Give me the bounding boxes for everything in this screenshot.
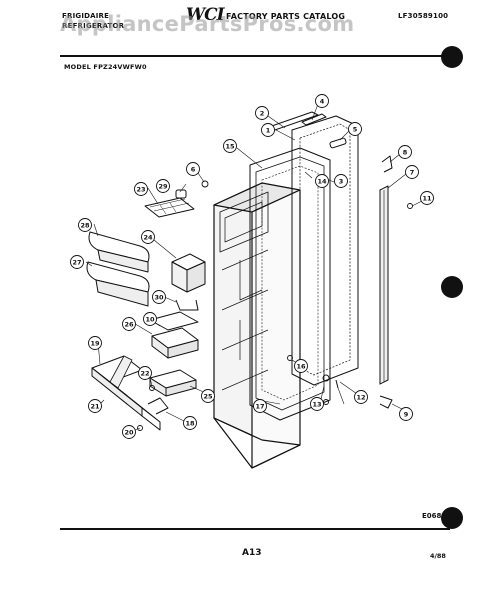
hinge-bracket xyxy=(381,155,393,173)
punch-hole-middle xyxy=(441,276,463,298)
callout-4: 4 xyxy=(315,94,329,108)
callout-label: 14 xyxy=(317,177,327,185)
callout-15: 15 xyxy=(223,139,237,153)
callout-label: 4 xyxy=(320,97,325,105)
callout-label: 17 xyxy=(255,402,264,410)
bin-25 xyxy=(149,369,197,397)
callout-24: 24 xyxy=(141,230,155,244)
catalog-number: LF30589100 xyxy=(398,12,449,20)
callout-label: 3 xyxy=(339,177,344,185)
callout-26: 26 xyxy=(122,317,136,331)
callout-label: 13 xyxy=(312,400,321,408)
callout-22: 22 xyxy=(138,366,152,380)
model-label: MODEL FPZ24VWFW0 xyxy=(64,63,147,71)
callout-11: 11 xyxy=(420,191,434,205)
callout-28: 28 xyxy=(78,218,92,232)
callout-label: 6 xyxy=(191,165,196,173)
callout-29: 29 xyxy=(156,179,170,193)
catalog-title: FACTORY PARTS CATALOG xyxy=(226,12,346,21)
callout-8: 8 xyxy=(398,145,412,159)
callout-label: 28 xyxy=(80,221,90,229)
callout-label: 9 xyxy=(404,410,409,418)
callout-label: 20 xyxy=(124,428,134,436)
wci-logo: WCI xyxy=(186,5,225,25)
shelf-front-28 xyxy=(88,231,150,273)
punch-hole-top xyxy=(441,46,463,68)
callout-label: 2 xyxy=(260,109,265,117)
part-5-cap xyxy=(329,137,347,149)
figure-code: E0686 xyxy=(422,512,447,520)
callout-3: 3 xyxy=(334,174,348,188)
callout-label: 8 xyxy=(403,148,408,156)
callout-label: 15 xyxy=(225,142,235,150)
callout-label: 26 xyxy=(124,320,134,328)
page-number: A13 xyxy=(242,548,262,558)
callout-label: 16 xyxy=(296,362,306,370)
callout-16: 16 xyxy=(294,359,308,373)
callout-21: 21 xyxy=(88,399,102,413)
callout-label: 11 xyxy=(422,194,432,202)
callout-23: 23 xyxy=(134,182,148,196)
callout-12: 12 xyxy=(354,390,368,404)
dispenser-box xyxy=(171,253,206,293)
door-liner xyxy=(291,115,359,386)
callout-14: 14 xyxy=(315,174,329,188)
callout-label: 24 xyxy=(143,233,153,241)
callout-9: 9 xyxy=(399,407,413,421)
bin-assembly-26 xyxy=(149,311,199,359)
callout-6: 6 xyxy=(186,162,200,176)
callout-5: 5 xyxy=(348,122,362,136)
callout-17: 17 xyxy=(253,399,267,413)
bottom-hinge xyxy=(379,395,393,409)
callout-2: 2 xyxy=(255,106,269,120)
callout-label: 23 xyxy=(136,185,145,193)
part-4-bar xyxy=(301,113,327,126)
callout-label: 25 xyxy=(203,392,213,400)
callout-label: 1 xyxy=(266,126,271,134)
callout-1: 1 xyxy=(261,123,275,137)
brand-line-2: REFRIGERATOR xyxy=(62,22,125,30)
callout-label: 19 xyxy=(90,339,100,347)
callout-label: 12 xyxy=(356,393,365,401)
callout-27: 27 xyxy=(70,255,84,269)
punch-hole-bottom xyxy=(441,507,463,529)
callout-label: 5 xyxy=(353,125,358,133)
callout-19: 19 xyxy=(88,336,102,350)
shelf-front-27 xyxy=(86,261,150,307)
callout-label: 29 xyxy=(158,182,168,190)
part-23-grille xyxy=(144,197,195,218)
callout-label: 21 xyxy=(90,402,100,410)
callout-label: 18 xyxy=(185,419,195,427)
callout-label: 30 xyxy=(154,293,164,301)
catalog-date: 4/88 xyxy=(430,552,446,560)
door-outer-panel xyxy=(213,182,301,469)
brand-line-1: FRIGIDAIRE xyxy=(62,12,110,20)
callout-7: 7 xyxy=(405,165,419,179)
callout-30: 30 xyxy=(152,290,166,304)
door-bin-19 xyxy=(91,355,161,431)
callout-25: 25 xyxy=(201,389,215,403)
callout-label: 22 xyxy=(140,369,149,377)
footer-rule xyxy=(60,528,450,530)
header-rule xyxy=(60,55,450,57)
callout-label: 7 xyxy=(410,168,415,176)
callout-10: 10 xyxy=(143,312,157,326)
callout-20: 20 xyxy=(122,425,136,439)
watermark: AppliancePartsPros.com xyxy=(60,12,355,36)
callout-label: 10 xyxy=(145,315,155,323)
callout-13: 13 xyxy=(310,397,324,411)
callout-18: 18 xyxy=(183,416,197,430)
callout-label: 27 xyxy=(72,258,81,266)
